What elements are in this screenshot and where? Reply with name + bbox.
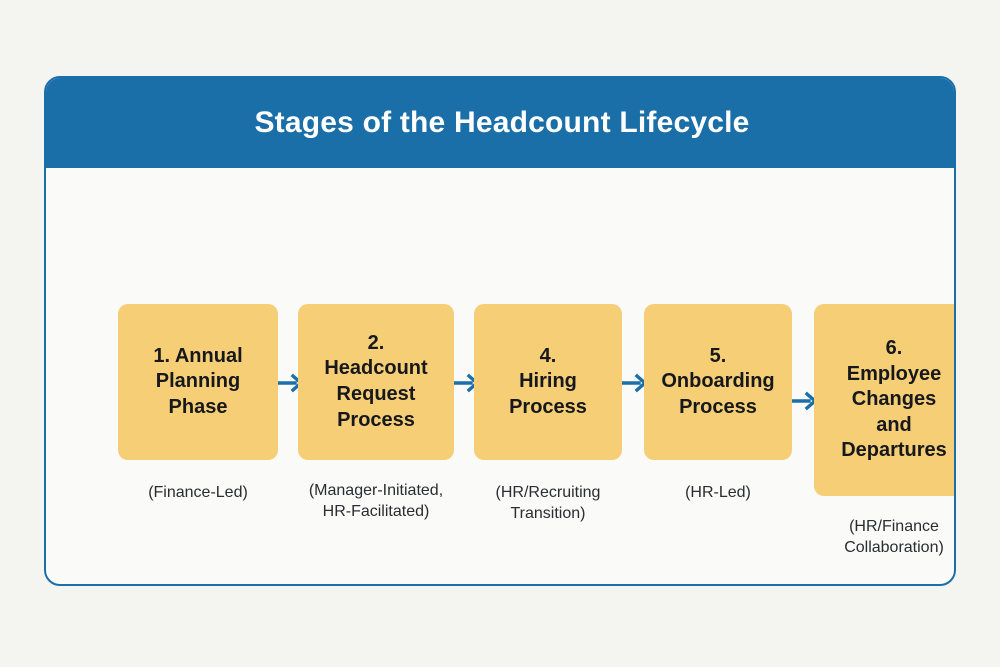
stage-box-5-label: 5. Onboarding Process bbox=[644, 304, 792, 460]
stage-box-1-label: 1. Annual Planning Phase bbox=[118, 304, 278, 460]
stage-caption-6: (HR/Finance Collaboration) bbox=[844, 518, 944, 557]
stage-caption-1: (Finance-Led) bbox=[148, 484, 248, 501]
stage-item-5[interactable]: 5. Onboarding Process (HR-Led) bbox=[644, 304, 792, 503]
stage-item-4[interactable]: 4. Hiring Process (HR/Recruiting Transit… bbox=[474, 304, 622, 524]
stage-box-2-label: 2. Headcount Request Process bbox=[298, 304, 454, 460]
stage-caption-5: (HR-Led) bbox=[685, 484, 751, 501]
stage-item-2[interactable]: 2. Headcount Request Process (Manager-In… bbox=[298, 304, 454, 522]
stage-box-6-label: 6. Employee Changes and Departures bbox=[814, 304, 954, 496]
page-title: Stages of the Headcount Lifecycle bbox=[254, 105, 750, 139]
stage-flow: 1. Annual Planning Phase (Finance-Led) 2… bbox=[46, 168, 954, 584]
stage-caption-4: (HR/Recruiting Transition) bbox=[495, 484, 601, 523]
stage-item-1[interactable]: 1. Annual Planning Phase (Finance-Led) bbox=[118, 304, 278, 503]
stage-box-4-label: 4. Hiring Process bbox=[474, 304, 622, 460]
stage-item-6[interactable]: 6. Employee Changes and Departures (HR/F… bbox=[814, 304, 954, 558]
stage-caption-2: (Manager-Initiated, HR-Facilitated) bbox=[308, 482, 444, 521]
card-header: Stages of the Headcount Lifecycle bbox=[46, 78, 954, 168]
lifecycle-diagram-card: Stages of the Headcount Lifecycle 1. Ann… bbox=[44, 76, 956, 586]
